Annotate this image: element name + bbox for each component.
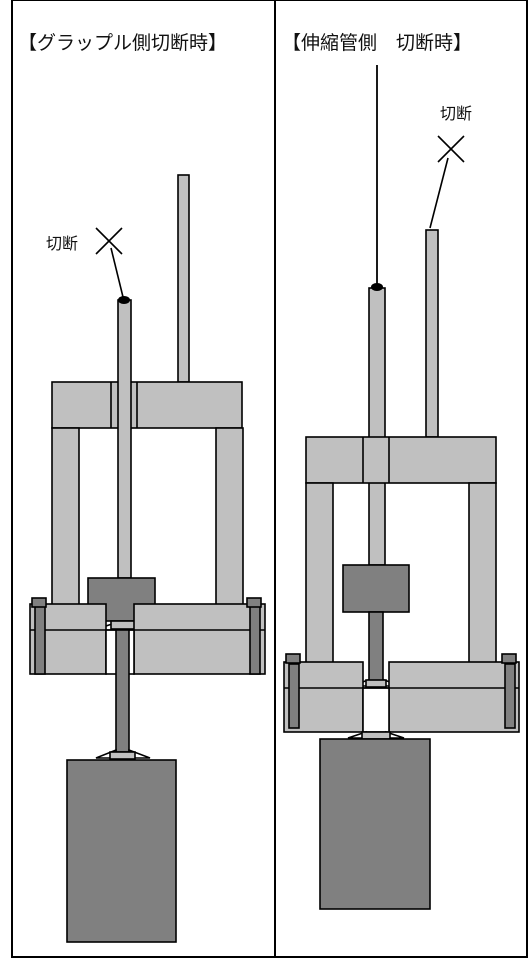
left-fixed-rod	[177, 174, 190, 383]
left-base-right	[133, 603, 266, 675]
left-lower-shaft	[115, 629, 130, 753]
left-column-left	[51, 427, 80, 631]
right-column-right	[468, 482, 497, 687]
left-bolt-r	[249, 605, 261, 675]
right-bolt-l	[288, 663, 300, 729]
right-shaft	[368, 611, 384, 685]
left-cut-rod	[117, 299, 132, 579]
right-base-right	[388, 661, 520, 733]
right-weight-block	[319, 738, 431, 910]
right-cut-label: 切断	[440, 104, 473, 123]
left-weight-block	[66, 759, 177, 943]
left-bolt-l	[34, 605, 46, 675]
left-cut-label: 切断	[46, 234, 79, 253]
right-panel-title: 【伸縮管側 切断時】	[282, 32, 473, 54]
right-apparatus	[283, 65, 520, 910]
right-cut-rod	[425, 229, 439, 438]
left-column-right	[215, 427, 244, 631]
right-column-left	[305, 482, 334, 687]
right-telescopic-rod	[368, 287, 386, 566]
left-apparatus	[29, 174, 266, 943]
right-bolt-r	[504, 663, 516, 729]
outer-border	[11, 0, 528, 958]
left-cut-point	[118, 296, 130, 304]
left-top-crossbar	[51, 381, 243, 429]
left-panel-title: 【グラップル側切断時】	[18, 32, 228, 54]
right-dark-block	[342, 564, 410, 613]
right-top-crossbar	[305, 436, 497, 484]
